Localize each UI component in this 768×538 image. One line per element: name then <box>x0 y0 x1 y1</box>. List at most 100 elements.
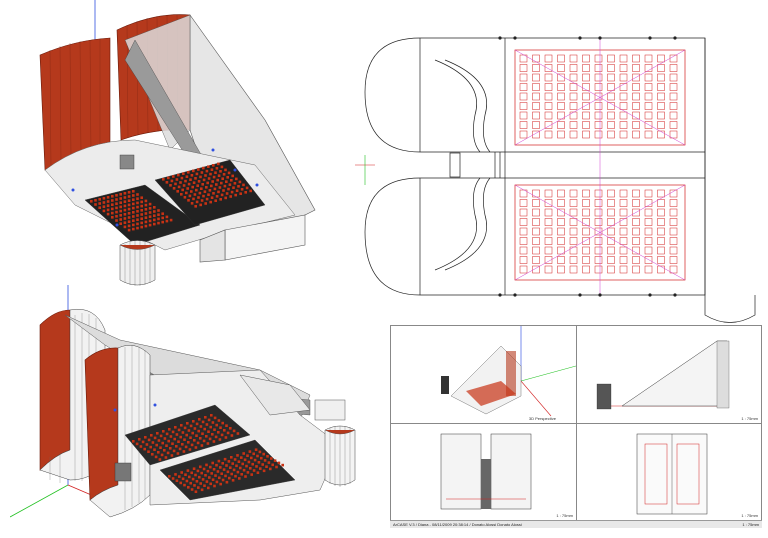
plan-seat <box>669 256 678 264</box>
seat <box>187 171 190 174</box>
seat <box>226 176 229 179</box>
seat <box>208 476 211 479</box>
seat <box>127 212 131 215</box>
plan-seat <box>607 256 615 264</box>
seat <box>222 468 226 471</box>
plan-seat <box>569 208 578 217</box>
plan-seat <box>544 218 553 226</box>
seat <box>193 484 196 487</box>
plan-seat <box>644 130 653 139</box>
seat <box>203 484 206 487</box>
seat <box>187 429 191 432</box>
seat <box>197 196 200 199</box>
seat <box>181 431 185 434</box>
viewport-front[interactable]: 1 : 75mm <box>391 424 577 520</box>
seat <box>127 191 131 194</box>
seat <box>111 199 114 202</box>
seat <box>132 206 135 210</box>
plan-seat <box>619 208 628 217</box>
seat <box>156 432 159 435</box>
plan-seat <box>607 208 615 217</box>
seat <box>240 188 244 191</box>
plan-seat <box>569 92 578 101</box>
seat <box>161 212 164 215</box>
seat <box>115 215 118 218</box>
plan-seat <box>619 121 628 129</box>
plan-seat <box>669 92 678 101</box>
seat <box>157 439 161 442</box>
seat <box>254 448 258 451</box>
seat <box>219 482 222 486</box>
seat <box>218 438 222 441</box>
seat <box>172 449 176 453</box>
cinema-3d-view-top[interactable] <box>25 0 325 300</box>
seat <box>144 216 148 219</box>
plan-seat <box>532 218 540 226</box>
seat <box>169 184 172 187</box>
seat <box>168 428 171 431</box>
plan-seat <box>582 189 590 198</box>
plan-seat <box>607 199 615 207</box>
seat <box>111 216 114 219</box>
plan-seat <box>532 208 540 217</box>
plan-seat <box>619 237 628 245</box>
seat <box>202 194 205 198</box>
seat <box>170 454 174 457</box>
seat <box>106 212 110 216</box>
seat <box>199 482 202 485</box>
seat <box>111 203 114 206</box>
seat <box>182 184 186 187</box>
seat <box>177 428 181 432</box>
seat <box>199 175 202 179</box>
plan-seat <box>619 73 628 82</box>
seat <box>153 436 157 440</box>
plan-seat <box>594 265 603 274</box>
plan-seat <box>669 102 678 110</box>
plan-seat <box>657 218 665 226</box>
seat <box>189 481 192 485</box>
seat <box>161 441 164 445</box>
seat <box>164 456 168 459</box>
seat <box>202 178 206 182</box>
seat <box>218 476 221 480</box>
plan-seat <box>594 64 603 72</box>
seat <box>193 439 196 442</box>
cinema-floor-plan[interactable] <box>355 20 765 325</box>
plan-seat <box>607 111 615 120</box>
seat <box>222 173 226 176</box>
seat <box>167 439 170 443</box>
seat <box>198 418 201 421</box>
plan-seat <box>557 265 565 274</box>
seat <box>160 453 164 457</box>
seat <box>210 196 214 199</box>
seat <box>102 205 106 208</box>
seat <box>217 190 220 194</box>
seat <box>181 477 185 481</box>
plan-seat <box>657 208 665 217</box>
seat <box>231 462 234 465</box>
seat <box>229 195 232 198</box>
seat <box>175 433 179 436</box>
plan-seat <box>569 121 578 129</box>
viewport-side[interactable]: 1 : 75mm <box>577 326 761 424</box>
seat <box>197 486 200 489</box>
seat <box>132 198 135 201</box>
seat <box>111 211 114 215</box>
seat <box>222 189 225 192</box>
seat <box>213 416 217 420</box>
seat <box>209 482 212 486</box>
plan-seat <box>544 121 553 129</box>
cinema-3d-view-bottom[interactable] <box>10 285 380 535</box>
plan-seat <box>557 92 565 101</box>
seat <box>119 201 122 204</box>
seat <box>221 421 224 425</box>
seat <box>182 450 186 453</box>
seat <box>183 438 186 441</box>
viewport-plan[interactable]: 1 : 75mm <box>577 424 761 520</box>
seat <box>251 462 254 466</box>
viewport-perspective[interactable]: 3D Perspective <box>391 326 577 424</box>
plan-seat <box>632 218 640 226</box>
seat <box>191 477 195 481</box>
seat <box>195 172 199 176</box>
plan-seat <box>519 92 528 101</box>
